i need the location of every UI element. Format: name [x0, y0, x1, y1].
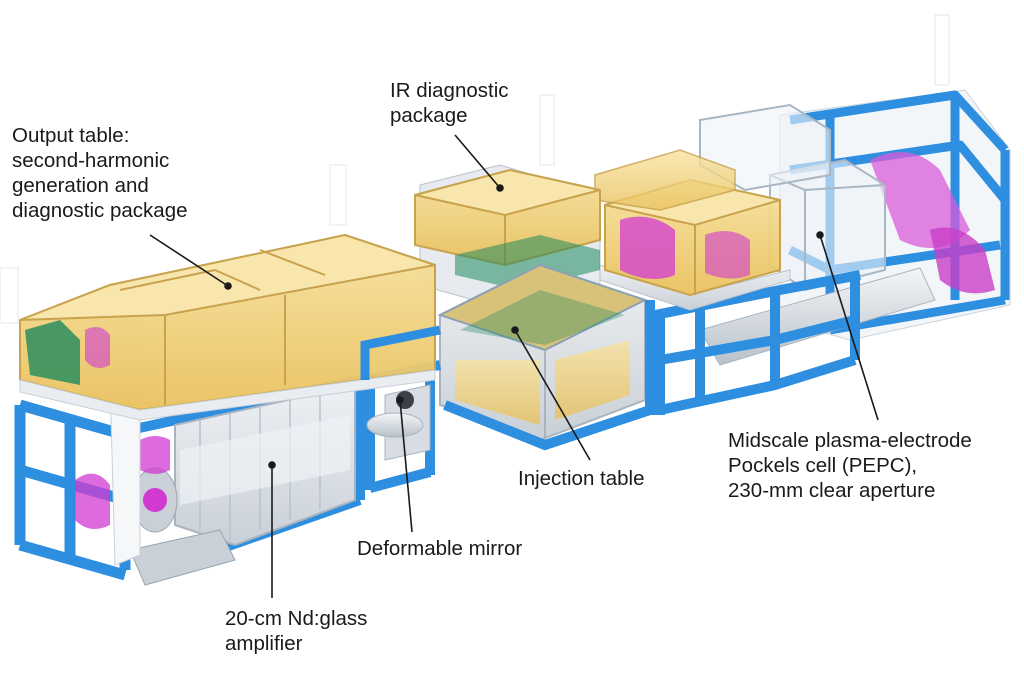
label-output-table-line-1: Output table:: [12, 124, 130, 147]
injection-module: [414, 164, 655, 451]
label-midscale-pepc-line-3: 230-mm clear aperture: [728, 479, 936, 502]
label-ir-diagnostic-line-2: package: [390, 104, 468, 127]
leader-deformable-mirror: [399, 399, 413, 533]
label-amplifier-line-2: amplifier: [225, 632, 303, 655]
leader-injection-table: [514, 329, 591, 461]
label-output-table: Output table: second-harmonic generation…: [12, 123, 188, 223]
scaffold-grid: [0, 14, 950, 324]
leader-ir-diagnostic: [454, 134, 501, 189]
label-output-table-line-3: generation and: [12, 174, 149, 197]
label-amplifier: 20-cm Nd:glass amplifier: [225, 606, 367, 656]
leader-output-table: [149, 234, 229, 287]
label-output-table-line-2: second-harmonic: [12, 149, 170, 172]
label-midscale-pepc: Midscale plasma-electrode Pockels cell (…: [728, 428, 972, 503]
leader-lines: [149, 134, 879, 598]
label-midscale-pepc-line-2: Pockels cell (PEPC),: [728, 454, 918, 477]
label-ir-diagnostic: IR diagnostic package: [390, 78, 509, 128]
label-deformable-mirror-line-1: Deformable mirror: [357, 537, 523, 560]
output-table-module: [14, 233, 441, 586]
label-injection-table-line-1: Injection table: [518, 467, 645, 490]
label-ir-diagnostic-line-1: IR diagnostic: [390, 79, 509, 102]
label-midscale-pepc-line-1: Midscale plasma-electrode: [728, 429, 972, 452]
label-output-table-line-4: diagnostic package: [12, 199, 188, 222]
label-deformable-mirror: Deformable mirror: [357, 536, 522, 561]
leader-pepc: [819, 234, 879, 421]
label-injection-table: Injection table: [518, 466, 645, 491]
label-amplifier-line-1: 20-cm Nd:glass: [225, 607, 368, 630]
